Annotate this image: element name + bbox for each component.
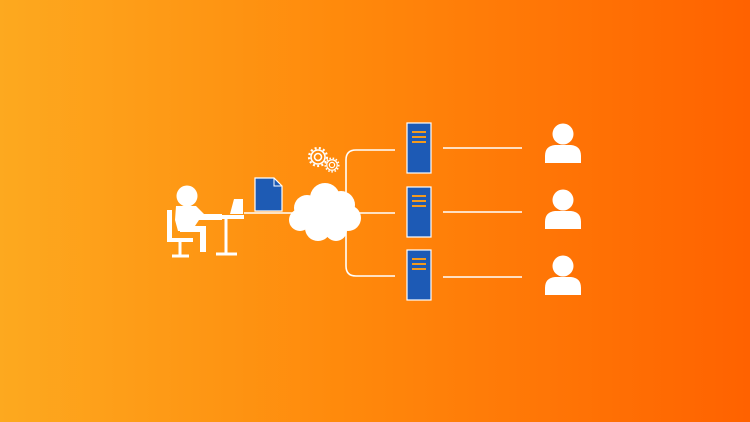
user-icon (545, 123, 581, 163)
server-icon (406, 249, 432, 301)
person-at-laptop-icon (167, 185, 244, 258)
server-icon (406, 186, 432, 238)
connector-lines (244, 147, 522, 278)
cloud-icon (289, 183, 361, 241)
user-icon (545, 255, 581, 295)
document-icon (254, 177, 283, 212)
server-icon (406, 122, 432, 174)
user-icon (545, 189, 581, 229)
gears-icon (307, 146, 340, 173)
